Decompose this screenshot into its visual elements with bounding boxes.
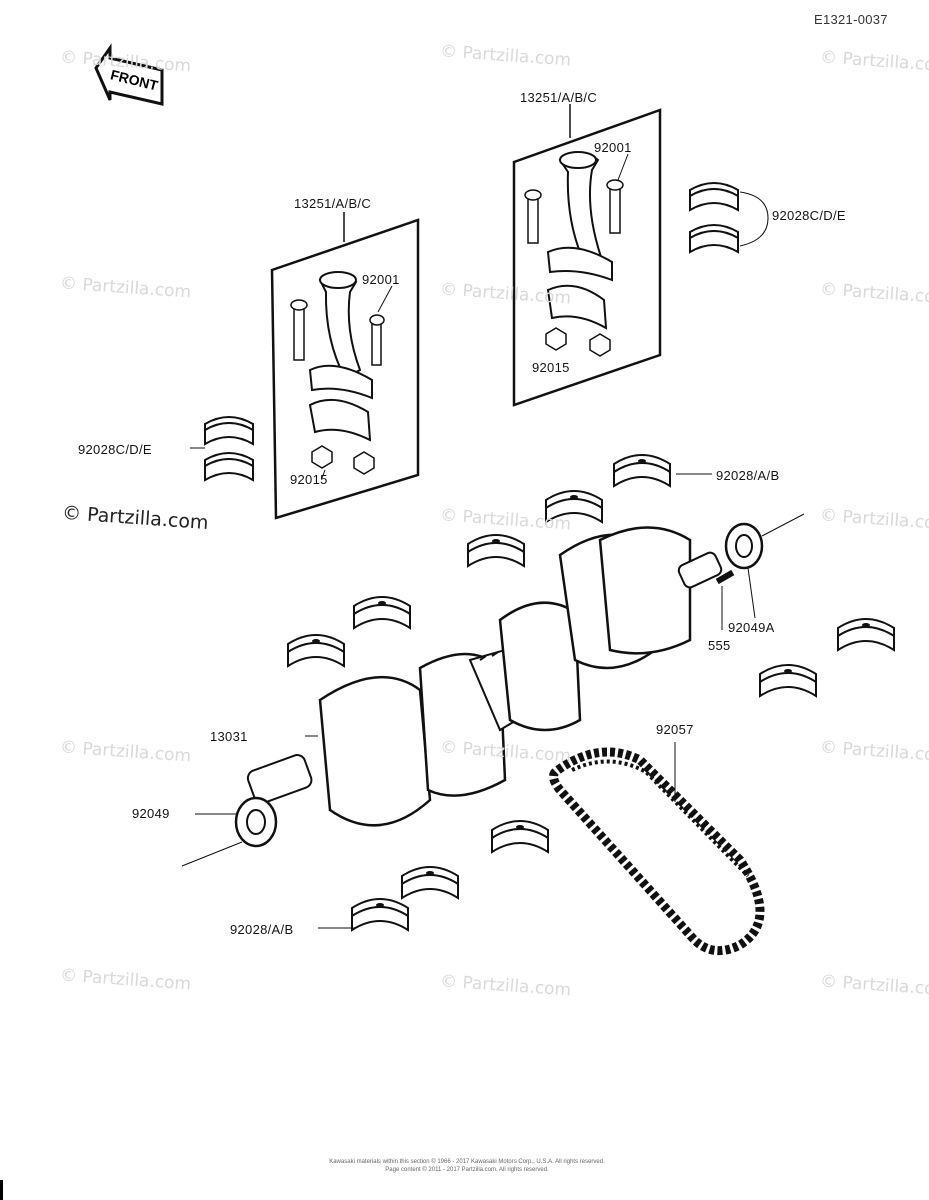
part-label-crankshaft: 13031	[210, 729, 248, 744]
part-label-conrod-left: 13251/A/B/C	[294, 196, 372, 211]
part-label-bolt-left: 92001	[362, 272, 400, 287]
front-arrow-icon: FRONT	[94, 43, 164, 106]
conrod-assembly-right	[512, 104, 662, 407]
footer-line: Page content © 2011 - 2017 Partzilla.com…	[385, 1167, 549, 1173]
part-label-bolt-right: 92001	[594, 140, 632, 155]
cam-chain	[549, 742, 765, 956]
oil-seal-right	[724, 513, 805, 619]
rod-bearing-left	[190, 416, 254, 481]
part-label-oil-seal-right: 92049A	[728, 620, 775, 635]
part-label-rod-bearing-left: 92028C/D/E	[78, 442, 152, 457]
footer-line: Kawasaki materials within this section ©…	[329, 1159, 605, 1165]
margin-mark	[0, 1180, 3, 1200]
part-label-pin: 555	[708, 638, 731, 653]
rod-bearing-right	[689, 182, 769, 253]
main-bearing-shells	[287, 454, 895, 931]
part-label-nut-left: 92015	[290, 472, 328, 487]
oil-seal-left	[181, 796, 278, 867]
part-label-nut-right: 92015	[532, 360, 570, 375]
part-label-rod-bearing-right: 92028C/D/E	[772, 208, 846, 223]
part-label-oil-seal-left: 92049	[132, 806, 170, 821]
conrod-assembly-left	[270, 212, 420, 520]
part-label-conrod-right: 13251/A/B/C	[520, 90, 598, 105]
part-label-cam-chain: 92057	[656, 722, 694, 737]
footer-copyright: Kawasaki materials within this section ©…	[322, 1158, 612, 1174]
part-label-main-bearing-lower: 92028/A/B	[230, 922, 294, 937]
part-label-main-bearing-upper: 92028/A/B	[716, 468, 780, 483]
crankshaft	[246, 526, 723, 827]
pin-555	[715, 569, 735, 630]
drawing-number: E1321-0037	[814, 12, 888, 27]
